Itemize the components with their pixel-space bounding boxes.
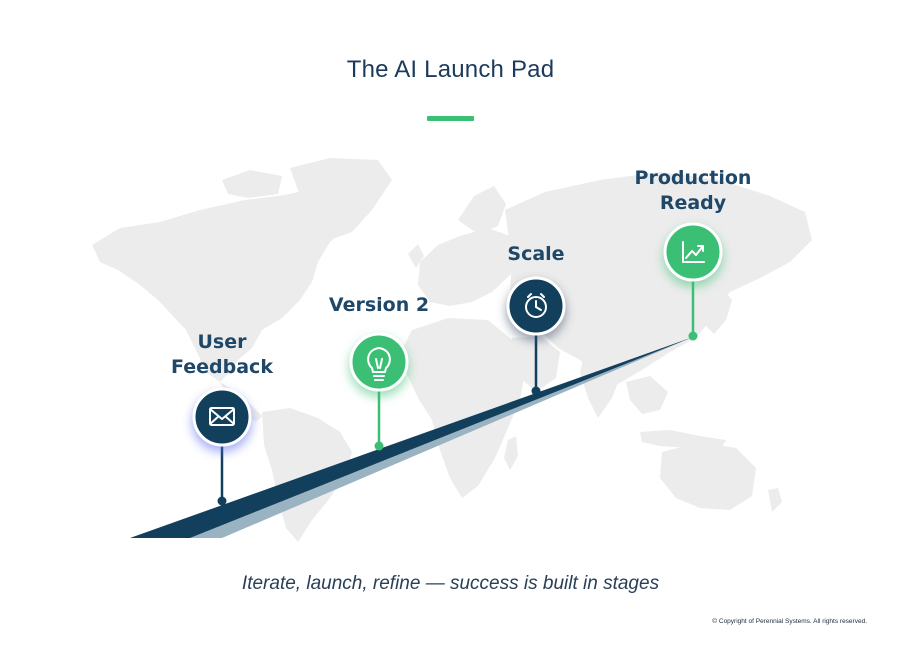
stage-1-marker[interactable] (192, 387, 252, 447)
stage-2-anchor-dot (374, 441, 384, 451)
stage-1-label: User Feedback (167, 330, 277, 380)
madagascar-shape (504, 436, 518, 470)
lightbulb-icon (367, 346, 391, 381)
stage-3-label: Scale (476, 242, 596, 267)
southeast-asia-shape (626, 376, 668, 414)
envelope-icon (209, 407, 235, 426)
stage-1-label-line1: User (197, 331, 247, 353)
title-underline (427, 116, 474, 121)
japan-shape (706, 288, 732, 334)
north-america-shape (92, 188, 352, 382)
asia-shape (505, 172, 812, 384)
stage-1-label-line2: Feedback (171, 356, 273, 378)
stage-2-label-line1: Version 2 (328, 294, 430, 316)
arctic-islands-shape (222, 170, 282, 198)
stage-4-label-line1: Production (634, 167, 752, 189)
clock-icon (525, 293, 547, 318)
stage-4-label: Production Ready (623, 166, 763, 216)
stage-2-marker[interactable] (349, 332, 409, 392)
world-map-background (92, 158, 812, 542)
europe-shape (418, 228, 520, 306)
stage-4-label-line2: Ready (659, 192, 727, 214)
australia-shape (660, 442, 756, 510)
stage-2-label: Version 2 (314, 293, 444, 318)
page-title: The AI Launch Pad (346, 56, 555, 83)
stage-3-anchor-dot (531, 386, 541, 396)
british-isles-shape (408, 244, 424, 268)
launch-ramp (130, 337, 693, 538)
stage-1-anchor-dot (217, 496, 227, 506)
growth-chart-icon (682, 241, 705, 263)
stage-3-label-line1: Scale (507, 243, 565, 265)
new-zealand-shape (768, 488, 782, 512)
stage-4-anchor-dot (688, 331, 698, 341)
copyright-notice: © Copyright of Perennial Systems. All ri… (712, 618, 867, 625)
scandinavia-shape (458, 186, 506, 234)
india-shape (580, 352, 622, 418)
tagline: Iterate, launch, refine — success is bui… (241, 573, 660, 594)
africa-shape (402, 318, 525, 498)
greenland-shape (290, 158, 392, 240)
